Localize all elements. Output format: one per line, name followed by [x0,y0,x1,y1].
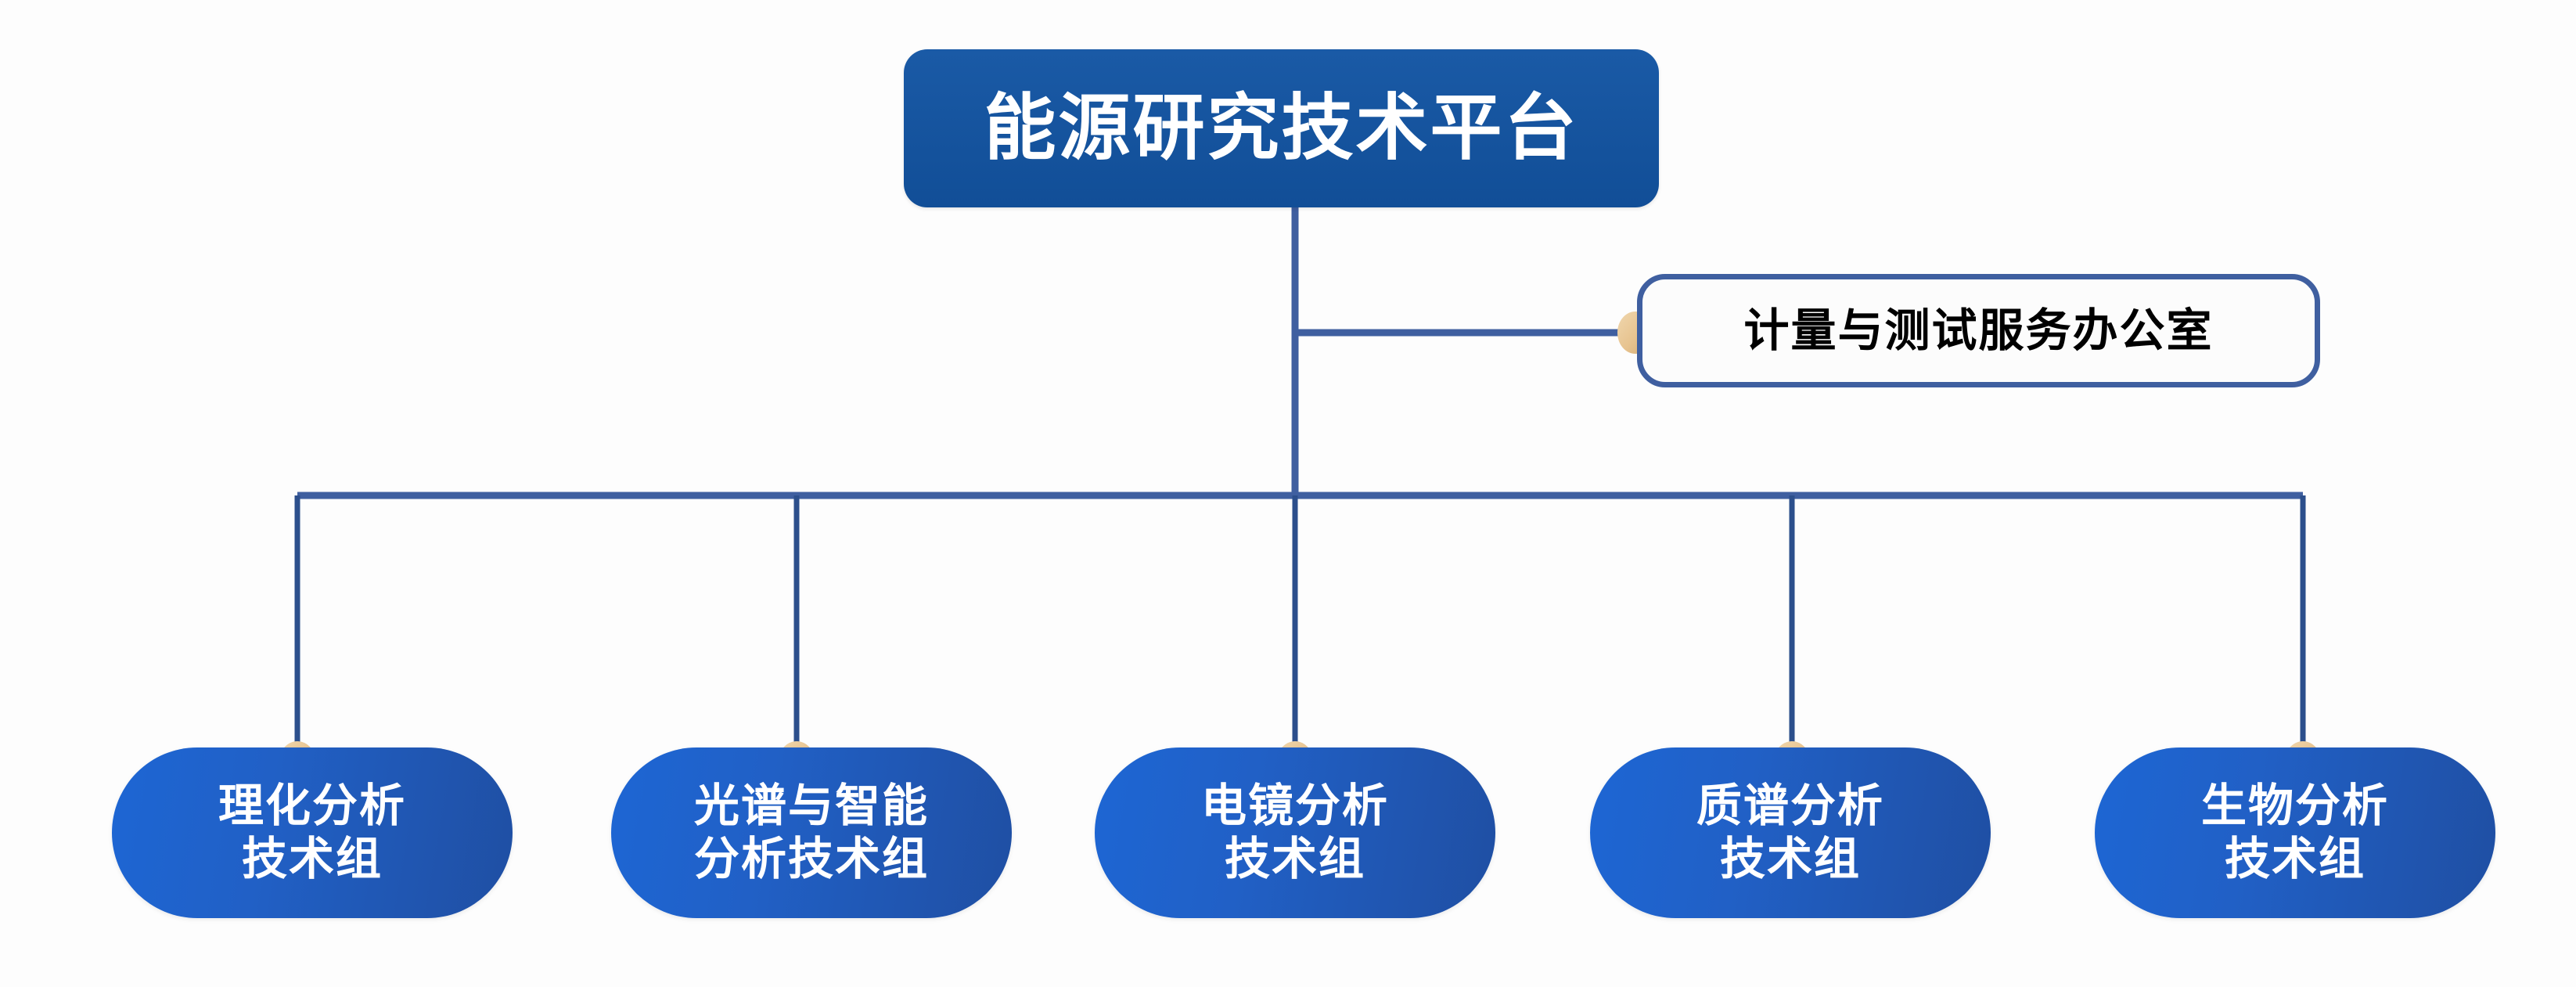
group-node-1[interactable]: 理化分析 技术组 [112,747,513,918]
group-node-1-label-line1: 理化分析 [218,780,406,832]
group-node-5-label-line2: 技术组 [2224,834,2366,884]
group-node-5[interactable]: 生物分析 技术组 [2095,747,2495,918]
group-node-3-label-line2: 技术组 [1224,834,1365,884]
root-node-label: 能源研究技术平台 [984,88,1579,168]
root-node[interactable]: 能源研究技术平台 [904,49,1659,207]
group-node-2-label-line2: 分析技术组 [693,834,929,884]
group-node-3-label-line1: 电镜分析 [1200,780,1389,832]
group-node-1-label-line2: 技术组 [241,834,383,884]
group-node-4-label-line2: 技术组 [1719,834,1861,884]
group-node-2[interactable]: 光谱与智能 分析技术组 [611,747,1012,918]
group-node-4[interactable]: 质谱分析 技术组 [1590,747,1991,918]
office-node-label: 计量与测试服务办公室 [1743,304,2214,356]
office-node[interactable]: 计量与测试服务办公室 [1637,274,2320,387]
group-node-4-label-line1: 质谱分析 [1696,780,1884,832]
group-node-2-label-line1: 光谱与智能 [693,780,929,832]
group-node-row: 理化分析 技术组 光谱与智能 分析技术组 电镜分析 技术组 质谱分析 技术组 生… [0,747,2576,920]
group-node-5-label-line1: 生物分析 [2200,780,2389,832]
group-node-3[interactable]: 电镜分析 技术组 [1095,747,1495,918]
